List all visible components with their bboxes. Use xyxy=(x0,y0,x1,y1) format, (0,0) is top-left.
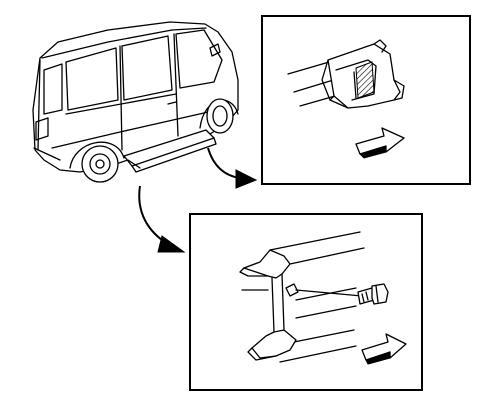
lower-detail-panel xyxy=(189,213,423,391)
direction-arrow-upper xyxy=(355,127,405,159)
upper-detail-panel xyxy=(261,15,471,185)
bolt-icon xyxy=(357,283,389,305)
direction-arrow-lower xyxy=(361,333,407,365)
callout-arrow-upper xyxy=(207,147,258,189)
van-illustration xyxy=(32,21,239,183)
callout-arrow-lower xyxy=(138,185,186,253)
